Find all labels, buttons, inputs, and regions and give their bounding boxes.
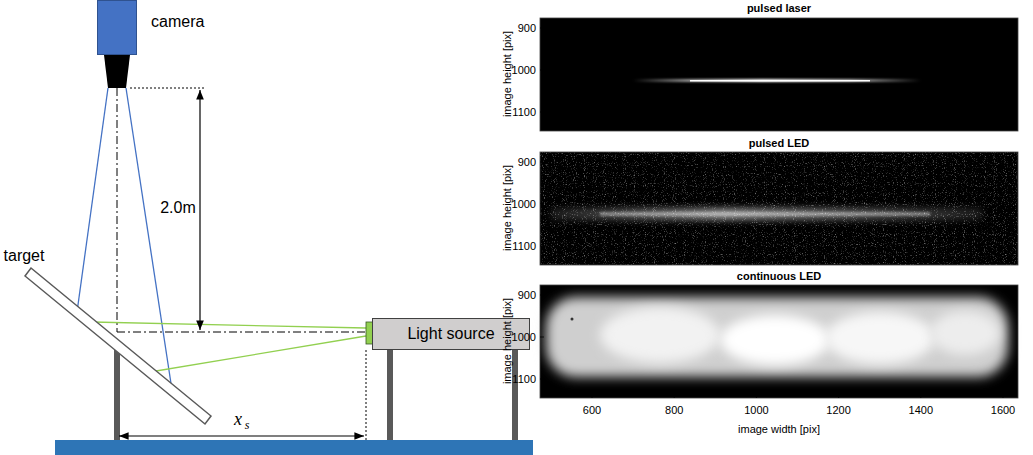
dimension: 2.0m (159, 199, 197, 217)
box-label: Light source (407, 325, 494, 343)
panel-title: continuous LED (737, 270, 821, 282)
dimension: x (233, 410, 243, 430)
panel-title: pulsed laser (747, 2, 811, 14)
tick-label: 600 (583, 404, 601, 416)
tick-label: 900 (518, 289, 536, 301)
tick-label: 1400 (909, 404, 933, 416)
tick-label: 900 (518, 22, 536, 34)
device-label: camera (151, 13, 204, 31)
camera-body: camera (97, 0, 137, 55)
tick-label: 1000 (744, 404, 768, 416)
tick-label: 1100 (512, 240, 536, 252)
tick-label: 800 (665, 404, 683, 416)
dimension-subscript: s (245, 419, 250, 432)
tick-label: 1100 (512, 106, 536, 118)
tick-label: 900 (518, 156, 536, 168)
tick-label: 1200 (826, 404, 850, 416)
axis-title: image height [pix] (501, 165, 513, 251)
tick-label: 1000 (512, 331, 536, 343)
panel-title: pulsed LED (749, 137, 810, 149)
tick-label: 1600 (991, 404, 1015, 416)
axis-title: image height [pix] (501, 298, 513, 384)
tick-label: 1100 (512, 373, 536, 385)
tick-label: 1000 (512, 64, 536, 76)
axis-title: image height [pix] (501, 31, 513, 117)
part-label: target (3, 247, 46, 265)
tick-label: 1000 (512, 198, 536, 210)
axis-title: image width [pix] (738, 423, 820, 435)
